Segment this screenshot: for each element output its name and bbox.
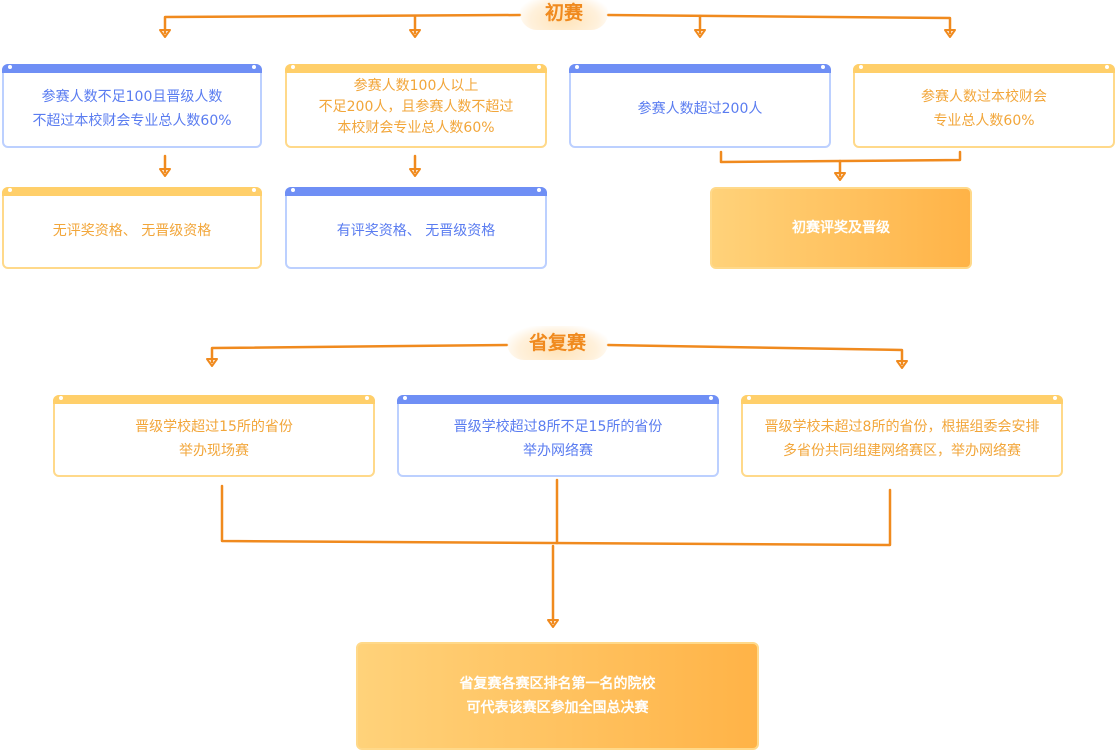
card-header-bar: [569, 64, 831, 73]
prelim-card-over-60pct: 参赛人数过本校财会 专业总人数60%: [853, 64, 1115, 148]
arrowhead: [409, 168, 421, 177]
prov-card-under-8: 晋级学校未超过8所的省份，根据组委会安排 多省份共同组建网络赛区，举办网络赛: [741, 395, 1063, 477]
arrowhead: [944, 29, 956, 38]
connector-prelim-right: [606, 13, 952, 35]
arrowhead: [694, 29, 706, 38]
connector-prov-left: [210, 343, 509, 364]
card-header-bar: [853, 64, 1115, 73]
prelim-card-under-100: 参赛人数不足100且晋级人数 不超过本校财会专业总人数60%: [2, 64, 262, 148]
arrowhead: [206, 358, 218, 367]
stage-title-preliminary-text: 初赛: [544, 2, 583, 24]
card-header-bar: [397, 395, 719, 404]
card-header-bar: [2, 64, 262, 73]
prelim-card-over-60pct-text: 参赛人数过本校财会 专业总人数60%: [921, 89, 1047, 129]
prelim-card-100-to-200: 参赛人数100人以上 不足200人，且参赛人数不超过 本校财会专业总人数60%: [285, 64, 547, 148]
stage-title-provincial: 省复赛: [507, 326, 608, 360]
card-header-bar: [741, 395, 1063, 404]
stage-title-preliminary: 初赛: [520, 0, 608, 30]
prelim-result-text: 初赛评奖及晋级: [792, 220, 890, 236]
card-header-bar: [2, 187, 262, 196]
prelim-card-under-100-text: 参赛人数不足100且晋级人数 不超过本校财会专业总人数60%: [32, 89, 232, 129]
connector-prov-right: [606, 343, 904, 366]
prov-card-8-to-15: 晋级学校超过8所不足15所的省份 举办网络赛: [397, 395, 719, 477]
prelim-card-over-200-text: 参赛人数超过200人: [637, 101, 763, 117]
prov-result-box: 省复赛各赛区排名第一名的院校 可代表该赛区参加全国总决赛: [356, 642, 759, 750]
arrowhead: [159, 29, 171, 38]
prelim-outcome-award-only: 有评奖资格、 无晋级资格: [285, 187, 547, 269]
prov-card-over-15: 晋级学校超过15所的省份 举办现场赛: [53, 395, 375, 477]
prelim-outcome-no-award-text: 无评奖资格、 无晋级资格: [52, 223, 212, 239]
prelim-result-box: 初赛评奖及晋级: [710, 187, 972, 269]
arrowhead: [409, 29, 421, 38]
card-header-bar: [285, 187, 547, 196]
prov-card-over-15-text: 晋级学校超过15所的省份 举办现场赛: [135, 419, 293, 459]
arrowhead: [834, 172, 846, 181]
prov-card-8-to-15-text: 晋级学校超过8所不足15所的省份 举办网络赛: [453, 419, 663, 459]
prelim-card-100-to-200-text: 参赛人数100人以上 不足200人，且参赛人数不超过 本校财会专业总人数60%: [318, 77, 514, 136]
prov-result-text: 省复赛各赛区排名第一名的院校 可代表该赛区参加全国总决赛: [459, 676, 656, 716]
prov-card-under-8-text: 晋级学校未超过8所的省份，根据组委会安排 多省份共同组建网络赛区，举办网络赛: [764, 419, 1040, 459]
card-header-bar: [285, 64, 547, 73]
prelim-card-over-200: 参赛人数超过200人: [569, 64, 831, 148]
card-header-bar: [53, 395, 375, 404]
prelim-outcome-award-only-text: 有评奖资格、 无晋级资格: [336, 223, 496, 239]
arrowhead: [547, 619, 559, 628]
prelim-outcome-no-award: 无评奖资格、 无晋级资格: [2, 187, 262, 269]
connector-prelim-left: [163, 13, 522, 35]
stage-title-provincial-text: 省复赛: [528, 332, 586, 354]
arrowhead: [159, 168, 171, 177]
arrowhead: [896, 360, 908, 369]
